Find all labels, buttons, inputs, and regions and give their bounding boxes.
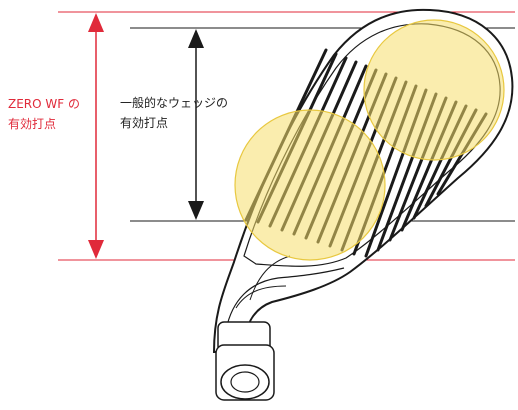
zero-wf-label-line2: 有効打点 <box>8 117 57 131</box>
sweet-spot-upper <box>363 19 505 161</box>
general-wedge-label-line1: 一般的なウェッジの <box>120 96 229 110</box>
zero-wf-label: ZERO WF の 有効打点 <box>8 94 80 134</box>
general-range-arrow <box>188 29 204 220</box>
general-wedge-label-line2: 有効打点 <box>120 116 169 130</box>
general-wedge-label: 一般的なウェッジの 有効打点 <box>120 93 228 133</box>
zero-wf-label-line1: ZERO WF の <box>8 97 80 111</box>
sweet-spot-lower <box>234 109 386 261</box>
zero-wf-range-arrow <box>88 13 104 259</box>
